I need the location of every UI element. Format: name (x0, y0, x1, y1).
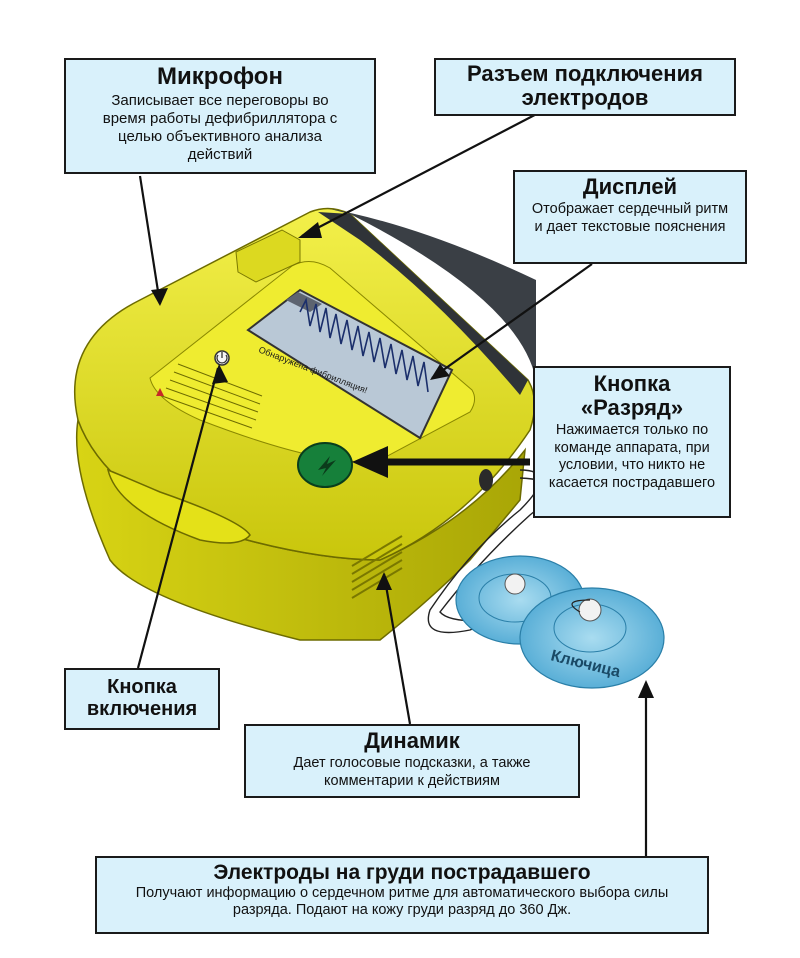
microphone-title: Микрофон (157, 63, 283, 90)
electrodes-title: Электроды на груди пострадавшего (213, 861, 591, 884)
arrow-display-icon (430, 364, 450, 380)
shock-title: Кнопка «Разряд» (580, 371, 684, 421)
lightning-icon (318, 456, 336, 476)
ecg-waveform (299, 297, 429, 393)
side-socket (479, 469, 493, 491)
callout-power-button: Кнопка включения (64, 668, 220, 730)
rear-panel-edge (326, 208, 536, 380)
callout-speaker: Динамик Дает голосовые подсказки, а такж… (244, 724, 580, 798)
warning-triangle-icon (156, 388, 164, 396)
connector-title: Разъем подключения электродов (467, 61, 703, 111)
power-symbol-icon (216, 352, 228, 364)
leader-arrowheads (151, 222, 654, 698)
arrow-speaker-icon (376, 572, 392, 590)
electrodes-text: Получают информацию о сердечном ритме дл… (135, 885, 669, 919)
connector-block (235, 229, 301, 283)
callout-microphone: Микрофон Записывает все переговоры во вр… (64, 58, 376, 174)
arrow-microphone-icon (151, 288, 168, 306)
screen-header-bar (286, 292, 322, 312)
electrode-pad-front (519, 587, 665, 689)
arrow-power-icon (212, 364, 228, 384)
microphone-text: Записывает все переговоры во время работ… (102, 92, 338, 164)
power-title: Кнопка включения (86, 676, 198, 720)
leader-lines (136, 105, 648, 858)
speaker-grille (351, 535, 403, 599)
pad-back-connector (504, 573, 526, 595)
arrow-electrode-icon (638, 680, 654, 698)
callout-connector: Разъем подключения электродов (434, 58, 736, 116)
arrow-connector-icon (298, 222, 322, 238)
display-text: Отображает сердечный ритм и дает текстов… (531, 201, 729, 235)
callout-display: Дисплей Отображает сердечный ритм и дает… (513, 170, 747, 264)
display-screen (246, 288, 454, 440)
shock-text: Нажимается только по команде аппарата, п… (548, 422, 716, 491)
callout-electrodes: Электроды на груди пострадавшего Получаю… (95, 856, 709, 934)
speaker-title: Динамик (364, 728, 460, 753)
callout-shock-button: Кнопка «Разряд» Нажимается только по ком… (533, 366, 731, 518)
rear-panel (318, 212, 528, 395)
arrow-shock-icon (352, 446, 388, 478)
speaker-text: Дает голосовые подсказки, а также коммен… (293, 755, 531, 789)
pad-wire (571, 599, 591, 613)
display-title: Дисплей (582, 174, 678, 199)
pad-front-connector (578, 598, 602, 622)
handle-slot-icon (106, 468, 251, 544)
